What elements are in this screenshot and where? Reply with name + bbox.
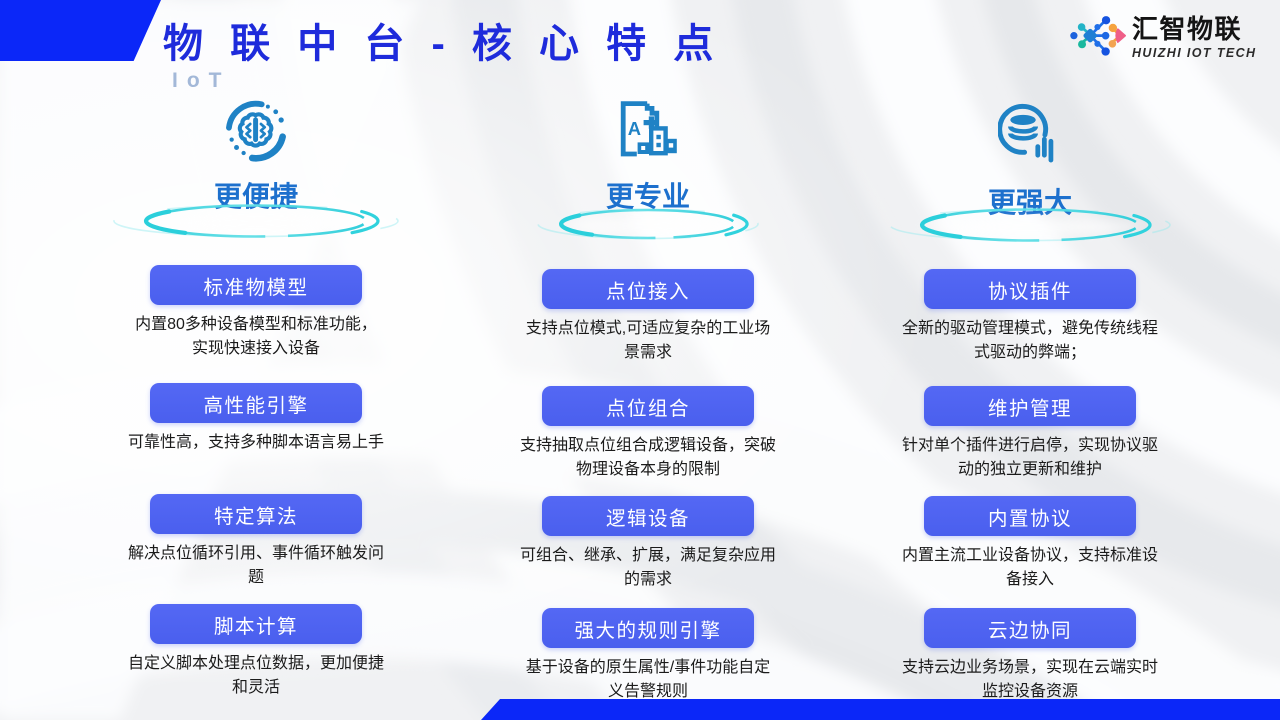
feature-item: 内置协议 内置主流工业设备协议，支持标准设 备接入 — [874, 496, 1186, 592]
halo-ring — [537, 208, 759, 240]
feature-button[interactable]: 强大的规则引擎 — [542, 608, 754, 648]
feature-button[interactable]: 高性能引擎 — [150, 383, 362, 423]
feature-button[interactable]: 点位接入 — [542, 269, 754, 309]
brain-gear-icon — [226, 100, 286, 162]
brand-logo-icon — [1070, 16, 1126, 56]
column-heading: 更专业 — [605, 181, 691, 212]
feature-description: 自定义脚本处理点位数据，更加便捷 和灵活 — [127, 655, 384, 696]
feature-description: 可组合、继承、扩展，满足复杂应用 的需求 — [519, 547, 776, 588]
feature-item: 强大的规则引擎 基于设备的原生属性/事件功能自定 义告警规则 — [492, 608, 804, 704]
feature-button[interactable]: 维护管理 — [924, 386, 1136, 426]
feature-description: 内置80多种设备模型和标准功能， 实现快速接入设备 — [135, 316, 377, 357]
feature-button[interactable]: 云边协同 — [924, 608, 1136, 648]
feature-button[interactable]: 逻辑设备 — [542, 496, 754, 536]
feature-item: 标准物模型 内置80多种设备模型和标准功能， 实现快速接入设备 — [100, 265, 412, 361]
feature-description: 支持抽取点位组合成逻辑设备，突破 物理设备本身的限制 — [519, 437, 776, 478]
halo-ring — [889, 208, 1171, 242]
feature-description: 支持云边业务场景，实现在云端实时 监控设备资源 — [901, 659, 1158, 700]
feature-button[interactable]: 特定算法 — [150, 494, 362, 534]
feature-item: 逻辑设备 可组合、继承、扩展，满足复杂应用 的需求 — [492, 496, 804, 592]
page-title: 物 联 中 台 - 核 心 特 点 — [163, 22, 722, 66]
feature-description: 全新的驱动管理模式，避免传统线程 式驱动的弊端； — [901, 320, 1158, 361]
feature-description: 可靠性高，支持多种脚本语言易上手 — [127, 434, 384, 451]
feature-column-powerful: 更强大 协议插件 全新的驱动管理模式，避免传统线程 式驱动的弊端； 维护管理 针… — [874, 0, 1186, 720]
brand-logo: 汇智物联 HUIZHI IOT TECH — [1068, 14, 1268, 62]
feature-item: 协议插件 全新的驱动管理模式，避免传统线程 式驱动的弊端； — [874, 269, 1186, 365]
database-chart-icon — [998, 103, 1054, 163]
feature-description: 针对单个插件进行启停，实现协议驱 动的独立更新和维护 — [901, 437, 1158, 478]
bottom-accent-bar — [481, 699, 1280, 720]
feature-column-convenient: 更便捷 标准物模型 内置80多种设备模型和标准功能， 实现快速接入设备 高性能引… — [100, 0, 412, 720]
certificate-building-icon: A — [620, 101, 677, 157]
feature-description: 支持点位模式,可适应复杂的工业场 景需求 — [525, 320, 771, 361]
feature-button[interactable]: 脚本计算 — [150, 604, 362, 644]
feature-item: 特定算法 解决点位循环引用、事件循环触发问 题 — [100, 494, 412, 590]
feature-item: 脚本计算 自定义脚本处理点位数据，更加便捷 和灵活 — [100, 604, 412, 700]
feature-item: 维护管理 针对单个插件进行启停，实现协议驱 动的独立更新和维护 — [874, 386, 1186, 482]
page-subtitle: IoT — [172, 69, 231, 92]
feature-button[interactable]: 协议插件 — [924, 269, 1136, 309]
feature-item: 云边协同 支持云边业务场景，实现在云端实时 监控设备资源 — [874, 608, 1186, 704]
feature-column-professional: A 更专业 点位接入 支持点位模式,可适应复杂的工业场 景需求 点位组合 — [492, 0, 804, 720]
feature-button[interactable]: 标准物模型 — [150, 265, 362, 305]
brand-name: 汇智物联 — [1132, 14, 1243, 44]
feature-item: 点位接入 支持点位模式,可适应复杂的工业场 景需求 — [492, 269, 804, 365]
feature-item: 高性能引擎 可靠性高，支持多种脚本语言易上手 — [100, 383, 412, 455]
halo-ring — [113, 204, 399, 238]
feature-description: 解决点位循环引用、事件循环触发问 题 — [127, 545, 384, 586]
svg-text:A: A — [628, 118, 641, 139]
column-heading: 更强大 — [987, 187, 1073, 218]
feature-description: 内置主流工业设备协议，支持标准设 备接入 — [901, 547, 1158, 588]
header-accent-shape — [0, 0, 161, 61]
feature-item: 点位组合 支持抽取点位组合成逻辑设备，突破 物理设备本身的限制 — [492, 386, 804, 482]
brand-tagline: HUIZHI IOT TECH — [1132, 46, 1257, 60]
feature-button[interactable]: 内置协议 — [924, 496, 1136, 536]
feature-description: 基于设备的原生属性/事件功能自定 义告警规则 — [525, 659, 771, 700]
feature-button[interactable]: 点位组合 — [542, 386, 754, 426]
